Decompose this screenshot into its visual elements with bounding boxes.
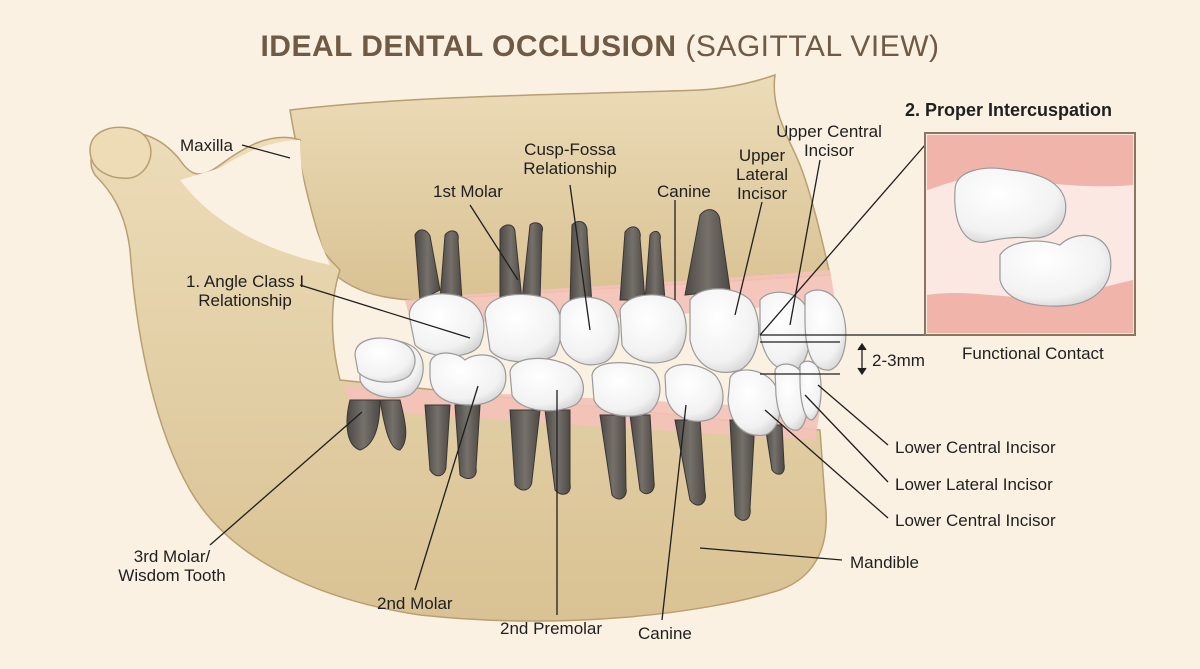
title-light: (SAGITTAL VIEW) [685, 30, 940, 63]
label-upper-central-incisor: Upper Central Incisor [776, 122, 882, 160]
label-2nd-molar: 2nd Molar [377, 594, 453, 613]
condyle [89, 126, 152, 179]
inset-title: 2. Proper Intercuspation [905, 100, 1113, 120]
upper-crowns [408, 288, 847, 373]
label-maxilla: Maxilla [180, 136, 233, 155]
label-lower-central-incisor-1: Lower Central Incisor [895, 438, 1056, 457]
label-1st-molar: 1st Molar [433, 182, 503, 201]
label-upper-lateral-incisor: Upper Lateral Incisor [736, 146, 788, 203]
label-overbite: 2-3mm [872, 351, 925, 370]
upper-roots [414, 209, 731, 306]
label-canine-lower: Canine [638, 624, 692, 643]
sigmoid-notch [180, 140, 330, 265]
lower-roots [346, 399, 785, 521]
label-cusp-fossa: Cusp-Fossa Relationship [523, 140, 617, 178]
diagram-title: IDEAL DENTAL OCCLUSION (SAGITTAL VIEW) [0, 30, 1200, 64]
third-molar-crown [354, 337, 416, 383]
label-canine-upper: Canine [657, 182, 711, 201]
inset-caption: Functional Contact [962, 344, 1104, 363]
label-third-molar: 3rd Molar/ Wisdom Tooth [118, 547, 226, 585]
intercuspation-inset [924, 132, 1136, 336]
title-bold: IDEAL DENTAL OCCLUSION [260, 30, 677, 63]
label-2nd-premolar: 2nd Premolar [500, 619, 603, 638]
label-angle-class: 1. Angle Class I Relationship [185, 272, 305, 310]
label-lower-lateral-incisor: Lower Lateral Incisor [895, 475, 1053, 494]
leader-lines [209, 144, 926, 621]
label-lower-central-incisor-2: Lower Central Incisor [895, 511, 1056, 530]
mandible-bone [90, 131, 827, 622]
label-mandible: Mandible [850, 553, 919, 572]
